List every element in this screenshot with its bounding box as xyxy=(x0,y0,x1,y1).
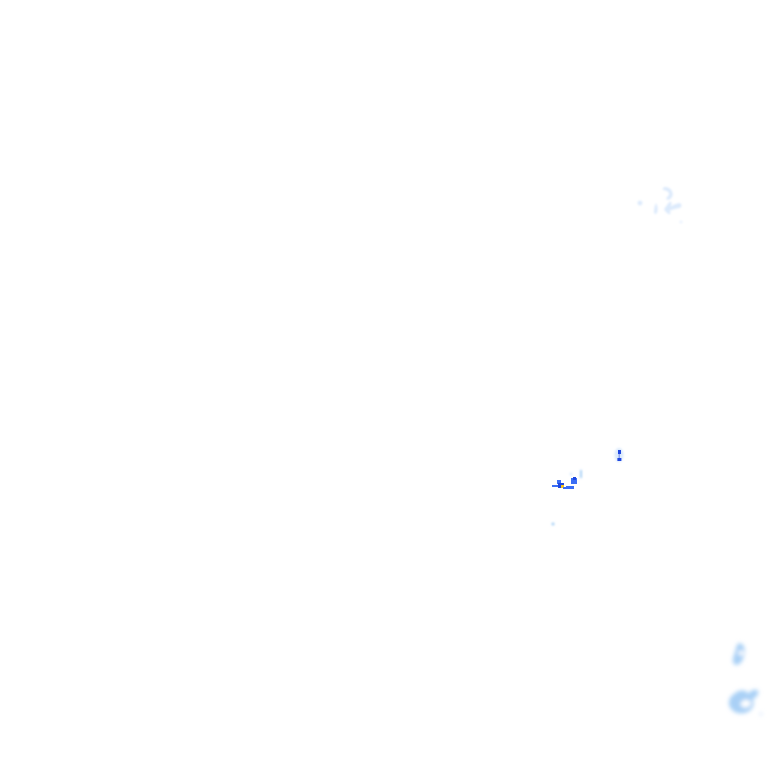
island-c-cluster-west-tail xyxy=(552,485,558,487)
island-c-cluster-west-top xyxy=(557,480,561,484)
island-c-islet-east xyxy=(617,450,622,461)
island-ne-hook xyxy=(664,201,682,215)
feature-group-south-east xyxy=(728,643,763,716)
island-ne-speck xyxy=(679,220,683,224)
island-c-speck-upper xyxy=(569,472,573,476)
map-marker-pixel[interactable] xyxy=(561,485,564,488)
atoll-se-south-lagoon xyxy=(740,699,752,708)
atoll-se-speck xyxy=(759,712,763,716)
island-c-cluster-west-foot xyxy=(563,487,566,489)
island-c-speck-south xyxy=(551,522,555,526)
island-ne-dot xyxy=(637,200,643,206)
feature-group-north-east xyxy=(637,186,683,224)
island-c-bar-lower xyxy=(566,486,574,489)
island-c-tick xyxy=(580,470,582,478)
island-ne-dash xyxy=(654,203,658,215)
feature-group-central xyxy=(551,448,624,526)
island-ne-crescent xyxy=(662,186,673,200)
island-c-block-mid-core xyxy=(573,477,576,480)
island-c-block-mid xyxy=(571,478,577,484)
atoll-se-north-lagoon xyxy=(738,650,744,656)
